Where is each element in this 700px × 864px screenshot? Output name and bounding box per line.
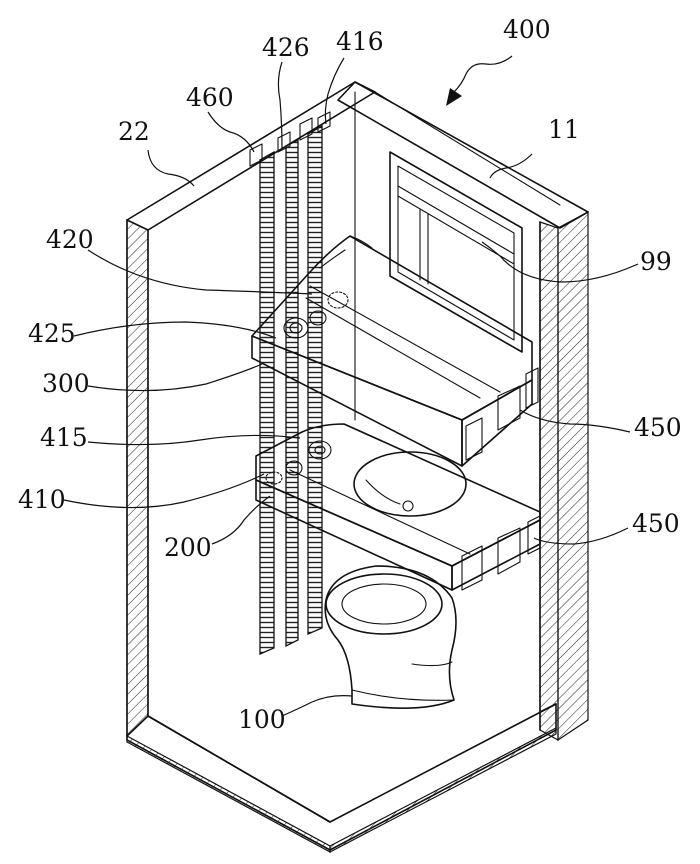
label-22: 22: [118, 117, 150, 146]
upper-unit-300: [251, 235, 539, 467]
left-wall-front-hatch: [126, 219, 149, 738]
rail-416: [307, 124, 323, 635]
label-426: 426: [262, 33, 310, 62]
enclosure: [126, 81, 589, 854]
label-425: 425: [28, 319, 76, 348]
label-400: 400: [503, 15, 551, 44]
label-410: 410: [18, 485, 66, 514]
label-415: 415: [40, 423, 88, 452]
label-300: 300: [42, 369, 90, 398]
floor-edge-hatch-left: [126, 734, 331, 854]
rail-426: [285, 138, 299, 648]
rail-460: [259, 150, 275, 655]
right-wall-top-edge: [337, 81, 589, 229]
lower-unit-200: [255, 423, 541, 591]
toilet-100: [324, 565, 457, 709]
label-200: 200: [164, 533, 212, 562]
label-99: 99: [640, 247, 672, 276]
label-416: 416: [336, 27, 384, 56]
label-450-lower: 450: [632, 509, 680, 538]
reference-labels: 400 22 11 460 426 416 420 99 425 300 450…: [18, 15, 682, 734]
label-100: 100: [238, 705, 286, 734]
leader-lines: [63, 57, 639, 717]
label-11: 11: [548, 115, 580, 144]
assembly-arrow: [446, 55, 513, 106]
right-wall-front-hatch: [539, 221, 559, 742]
label-420: 420: [46, 225, 94, 254]
label-460: 460: [186, 83, 234, 112]
rail-assembly: [249, 111, 331, 655]
left-wall-top-edge: [126, 81, 376, 231]
mirror-cabinet: [389, 151, 523, 353]
label-450-upper: 450: [634, 413, 682, 442]
floor-edge-hatch-right: [329, 727, 557, 853]
right-wall-side-hatch: [557, 211, 589, 742]
sink-basin: [353, 451, 467, 517]
